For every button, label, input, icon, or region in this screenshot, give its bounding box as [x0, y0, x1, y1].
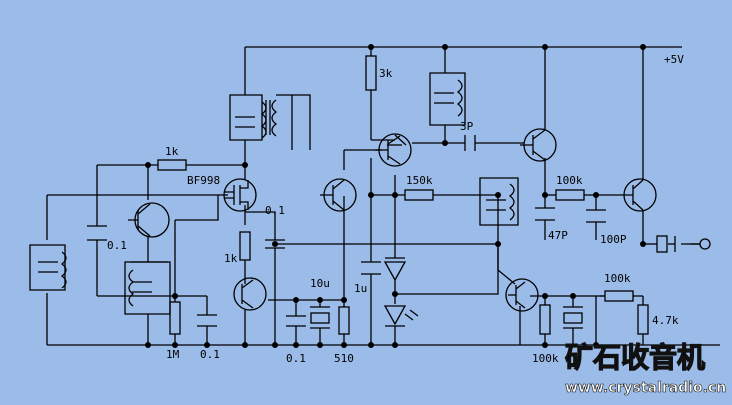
labels: +5V 1k BF998 3k 3P 150k 100k 0.1 1k 0.1 … [107, 53, 684, 365]
capacitor-47p [535, 207, 555, 221]
label-c-0-1-bot2: 0.1 [286, 352, 306, 365]
diode-upper [383, 257, 407, 282]
label-r-1k-fet: 1k [224, 252, 238, 265]
capacitor-100p [586, 209, 606, 223]
capacitor-fet-0-1 [265, 239, 285, 249]
resistor-4-7k [637, 304, 649, 335]
lc-tank-lower-left [124, 261, 171, 315]
lc-tank-top-left [229, 94, 311, 150]
output-jack-capacitor [656, 235, 668, 253]
resistor-100k-right [604, 290, 634, 302]
transistor-q2 [320, 178, 357, 212]
watermark-url: www.crystalradio.cn [565, 380, 726, 396]
transistor-q5 [620, 178, 657, 212]
transistors [128, 128, 657, 312]
supply-label: +5V [664, 53, 684, 66]
resistors [157, 55, 649, 335]
label-c-0-1-left: 0.1 [107, 239, 127, 252]
label-c-0-1-bot1: 0.1 [200, 348, 220, 361]
label-c-10u: 10u [310, 277, 330, 290]
capacitor-10u [310, 312, 330, 324]
transistor-q-bottom-fet [233, 277, 267, 311]
label-r-1m: 1M [166, 348, 180, 361]
label-c-47p: 47P [548, 229, 568, 242]
transistor-q4 [520, 128, 557, 162]
lc-tank-left [29, 244, 67, 291]
capacitor-bot1 [197, 314, 217, 327]
label-r-510: 510 [334, 352, 354, 365]
transistor-q3 [375, 133, 412, 167]
label-r-150k: 150k [406, 174, 433, 187]
label-r-4-7k: 4.7k [652, 314, 679, 327]
label-r-1k-top: 1k [165, 145, 179, 158]
lc-tank-mid [479, 177, 519, 226]
capacitor-3p [464, 135, 476, 151]
capacitor-bot-right [563, 312, 583, 324]
label-fet: BF998 [187, 174, 220, 187]
watermark-title: 矿石收音机 [565, 341, 705, 374]
label-c-100p: 100P [600, 233, 627, 246]
resistor-1k-fet [239, 231, 251, 261]
capacitors [87, 135, 676, 329]
label-r-100k-right: 100k [604, 272, 631, 285]
label-c-1u: 1u [354, 282, 367, 295]
label-r-100k-bot: 100k [532, 352, 559, 365]
label-c-3p: 3P [460, 120, 474, 133]
led [383, 305, 407, 327]
resistor-3k [365, 55, 377, 91]
capacitor-left-0-1 [87, 225, 107, 241]
resistor-150k [404, 189, 434, 201]
junctions [145, 44, 646, 348]
label-r-3k: 3k [379, 67, 393, 80]
transistor-q1-pnp [128, 202, 170, 238]
fet-bf998 [223, 178, 257, 212]
watermark: 矿石收音机 www.crystalradio.cn [564, 340, 726, 396]
label-r-100k-mid: 100k [556, 174, 583, 187]
resistor-1m [169, 301, 181, 335]
lc-tank-top-right [429, 72, 466, 126]
resistor-100k-bot [539, 304, 551, 335]
transistor-q6 [505, 278, 539, 312]
label-c-0-1-fet: 0.1 [265, 204, 285, 217]
resistor-510 [338, 306, 350, 335]
diodes [383, 257, 419, 327]
resistor-1k-top [157, 159, 187, 171]
resistor-100k-mid [555, 189, 585, 201]
capacitor-1u [361, 261, 381, 275]
capacitor-bot2 [286, 315, 306, 327]
output-jack [690, 238, 711, 250]
lc-tanks [29, 72, 519, 315]
